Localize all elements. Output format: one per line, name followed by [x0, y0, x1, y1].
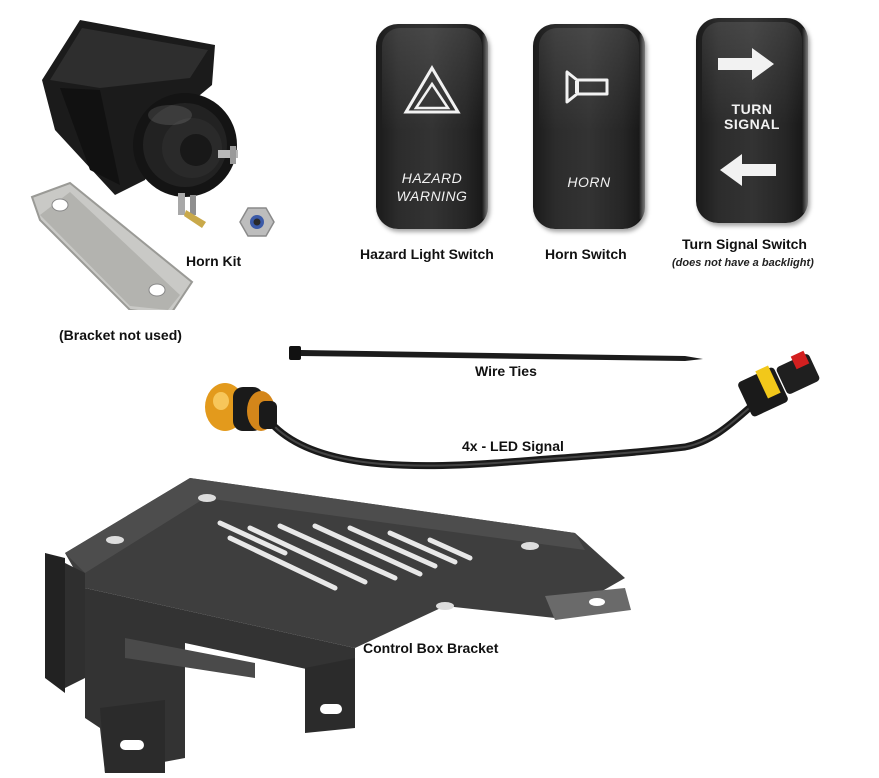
led-lens	[205, 383, 277, 431]
turn-signal-note: (does not have a backlight)	[672, 257, 814, 269]
arrow-left-icon	[720, 154, 776, 186]
arrow-right-icon	[718, 48, 774, 80]
hazard-switch: HAZARD WARNING	[376, 24, 488, 229]
horn-kit-image	[20, 10, 280, 310]
horn-switch-text: HORN	[567, 174, 611, 190]
led-signal-image	[205, 350, 820, 470]
horn-bracket	[30, 181, 194, 310]
hazard-switch-text-line2: WARNING	[396, 188, 468, 204]
control-box-bracket-image	[45, 478, 631, 773]
horn-nut	[239, 207, 275, 237]
horn-icon	[565, 70, 609, 104]
turn-switch-text-line1: TURN	[731, 101, 773, 117]
hazard-switch-text-line1: HAZARD	[401, 170, 463, 186]
hazard-light-switch-label: Hazard Light Switch	[360, 246, 494, 262]
bracket-not-used-label: (Bracket not used)	[59, 327, 182, 343]
hazard-triangle-icon	[403, 65, 461, 114]
turn-switch-text-line2: SIGNAL	[724, 116, 780, 132]
turn-signal-switch: TURN SIGNAL	[696, 18, 808, 223]
control-box-bracket-label: Control Box Bracket	[363, 640, 499, 656]
turn-signal-switch-label: Turn Signal Switch	[682, 236, 807, 252]
wire-tie-image	[289, 346, 703, 361]
wire-ties-label: Wire Ties	[475, 363, 537, 379]
led-connector	[738, 350, 820, 417]
horn-kit-label: Horn Kit	[186, 253, 242, 269]
led-signal-label: 4x - LED Signal	[462, 438, 564, 454]
horn-switch: HORN	[533, 24, 645, 229]
horn-body	[42, 20, 238, 228]
horn-switch-label: Horn Switch	[545, 246, 627, 262]
horn-illustration	[30, 20, 275, 310]
